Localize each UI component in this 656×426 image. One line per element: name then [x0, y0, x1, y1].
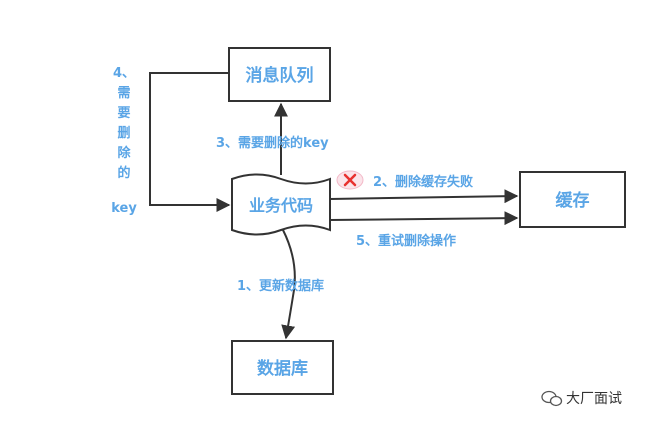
arrow-delete-cache — [329, 189, 519, 204]
edge-label-delete-cache-fail: 2、删除缓存失败 — [373, 174, 473, 190]
edge-label-update-database: 1、更新数据库 — [237, 278, 324, 294]
edge-label-retry-delete: 5、重试删除操作 — [356, 233, 456, 249]
business-code-label: 业务代码 — [249, 196, 313, 215]
cache-box — [519, 171, 626, 228]
database-label: 数据库 — [257, 358, 308, 379]
arrow-update-database — [281, 229, 296, 340]
loop-label-line-2: 需 — [117, 86, 130, 101]
edge-label-need-delete-key: 3、需要删除的key — [216, 135, 329, 151]
loop-label-line-6: 的 — [117, 165, 130, 181]
business-code-shape — [231, 173, 331, 236]
cache-label: 缓存 — [556, 190, 590, 211]
loop-label-line-1: 4、 — [113, 66, 135, 81]
database-box — [231, 340, 334, 395]
message-queue-box — [228, 47, 331, 102]
arrow-retry-delete — [329, 211, 519, 226]
watermark-text: 大厂面试 — [566, 391, 622, 407]
loop-label-line-4: 删 — [117, 125, 130, 141]
wechat-icon — [541, 390, 563, 407]
loop-label-line-3: 要 — [117, 106, 130, 121]
loop-label-line-7: key — [111, 201, 137, 216]
arrow-loop-to-business-code — [149, 72, 231, 212]
message-queue-label: 消息队列 — [246, 65, 314, 86]
fail-cross-icon — [336, 170, 364, 190]
loop-label-line-5: 除 — [117, 145, 131, 161]
